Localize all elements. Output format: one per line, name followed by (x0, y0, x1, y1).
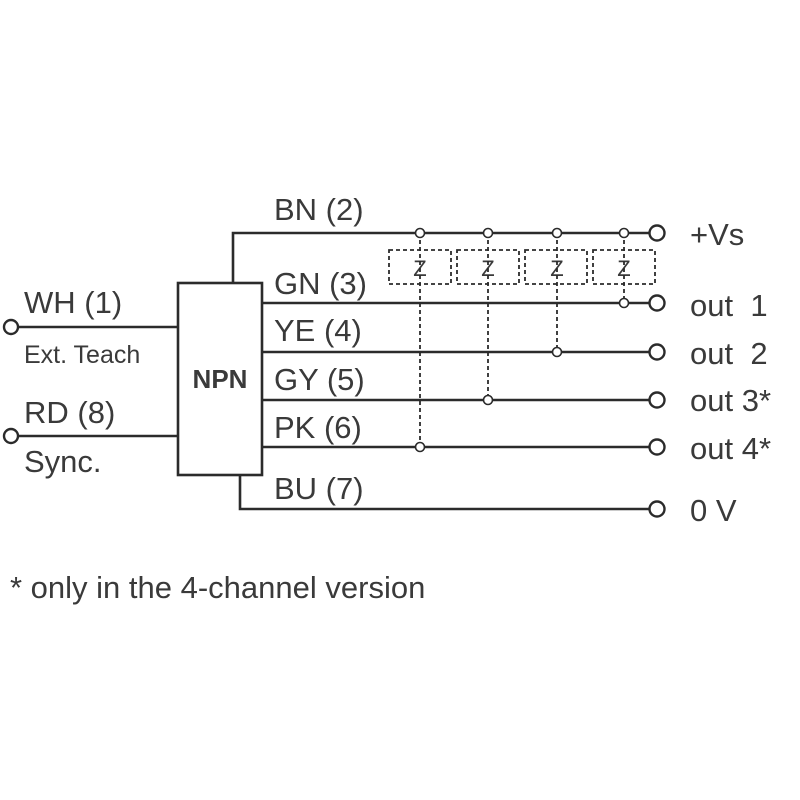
out4-label: out 4* (690, 431, 771, 466)
gy-label: GY (5) (274, 362, 365, 397)
out4-terminal (648, 438, 666, 456)
pk-label: PK (6) (274, 410, 362, 445)
junction-out3 (482, 394, 494, 406)
bn-wire (231, 231, 650, 283)
vs-terminal (648, 224, 666, 242)
rd-function-label: Sync. (24, 444, 102, 479)
gn-label: GN (3) (274, 266, 367, 301)
out1-terminal (648, 294, 666, 312)
junction-out4 (414, 441, 426, 453)
out1-label: out 1 (690, 288, 768, 323)
rd-terminal (2, 427, 20, 445)
junction-out1 (618, 297, 630, 309)
zero-v-label: 0 V (690, 493, 737, 528)
bn-label: BN (2) (274, 192, 364, 227)
ye-label: YE (4) (274, 313, 362, 348)
out3-terminal (648, 391, 666, 409)
zero-v-terminal (648, 500, 666, 518)
junction-vs-4 (414, 227, 426, 239)
out2-label: out 2 (690, 336, 768, 371)
npn-block (176, 281, 264, 477)
bu-wire (238, 475, 650, 511)
junction-vs-3 (482, 227, 494, 239)
wh-label: WH (1) (24, 285, 122, 320)
junction-out2 (551, 346, 563, 358)
bu-label: BU (7) (274, 471, 364, 506)
rd-label: RD (8) (24, 395, 115, 430)
wh-function-label: Ext. Teach (24, 341, 140, 369)
footnote: * only in the 4-channel version (10, 570, 425, 605)
npn-label: NPN (193, 364, 248, 394)
out2-terminal (648, 343, 666, 361)
out3-label: out 3* (690, 383, 771, 418)
junction-vs-2 (551, 227, 563, 239)
junction-vs-1 (618, 227, 630, 239)
wh-terminal (2, 318, 20, 336)
load-box-2 (524, 249, 588, 285)
vs-label: +Vs (690, 217, 744, 252)
